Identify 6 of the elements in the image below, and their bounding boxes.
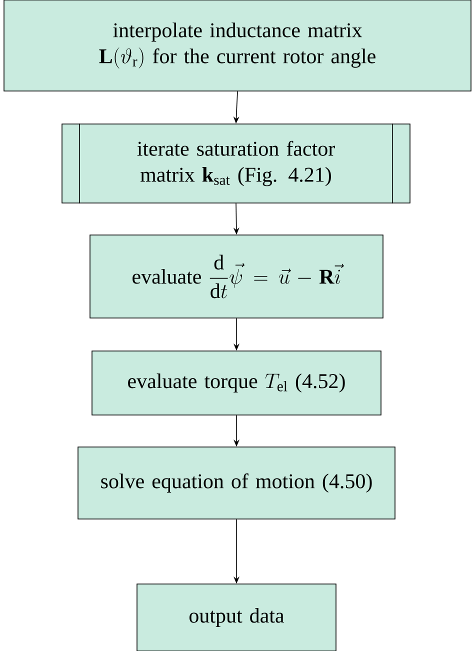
process-box: solve equation of motion (4.50): [78, 446, 396, 520]
process-box: evaluate torque $T_\mathrm{el}$ (4.52): [92, 350, 382, 416]
process-box: evaluate $\frac{\mathrm{d}}{\mathrm{d}t}\vec{\psi} = \vec{u} - \mathbf{R}\vec{i}$: [90, 234, 384, 318]
process-box: output data: [136, 584, 336, 651]
process-box: interpolate inductance matrix $\mathbf{L}(\vartheta_\mathrm{r})$ for the current rotor angle: [4, 0, 472, 92]
subprocess-box: iterate saturation factor matrix $\mathbf{k}_\mathrm{sat}$ (Fig. 4.21): [62, 123, 410, 204]
